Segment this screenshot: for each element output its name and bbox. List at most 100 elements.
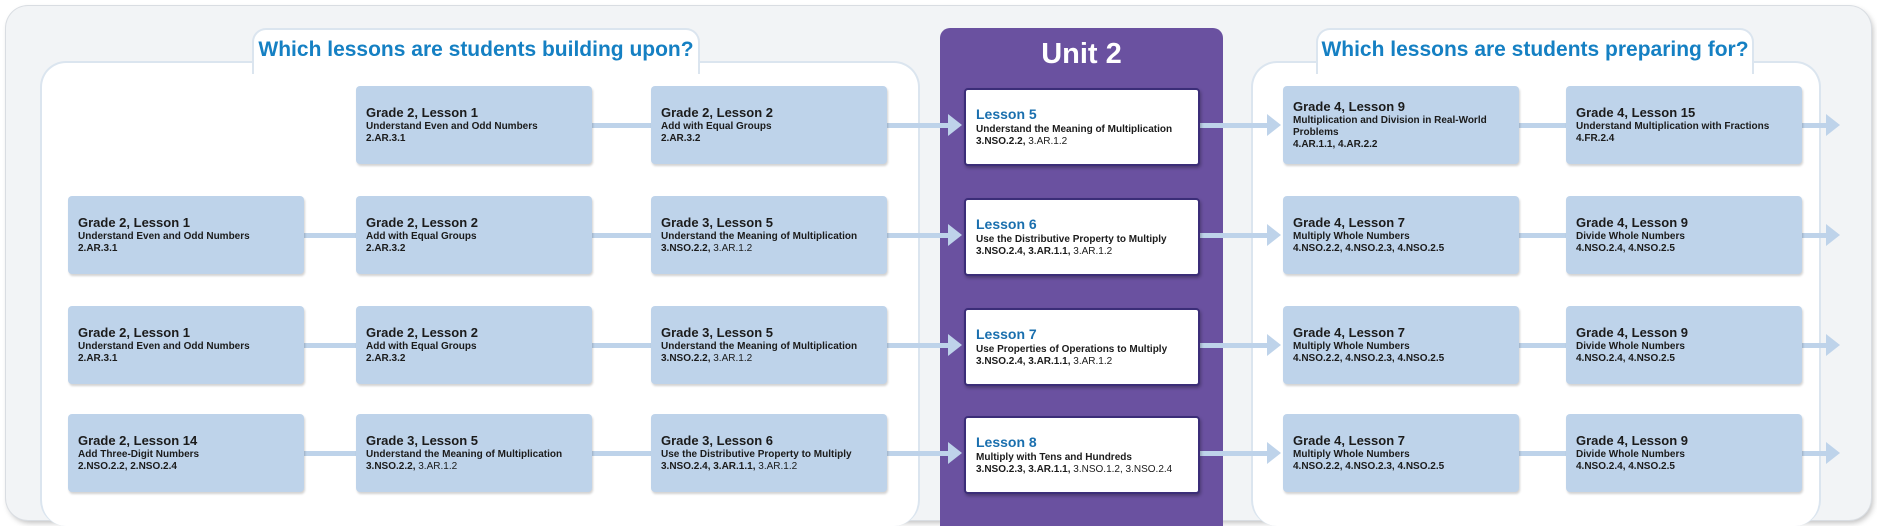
lesson-standards: 3.NSO.2.4, 3.AR.1.1, 3.AR.1.2 xyxy=(976,356,1188,368)
lesson-description: Divide Whole Numbers xyxy=(1576,231,1685,242)
standard-code: 4.NSO.2.2, 4.NSO.2.3, 4.NSO.2.5 xyxy=(1293,353,1445,364)
lesson-description: Multiply Whole Numbers xyxy=(1293,341,1410,352)
lesson-description: Use the Distributive Property to Multipl… xyxy=(976,234,1167,245)
lesson-description: Understand the Meaning of Multiplication xyxy=(661,231,858,242)
connector-line xyxy=(592,233,651,238)
lesson-description: Add with Equal Groups xyxy=(366,231,477,242)
arrow-icon xyxy=(1267,114,1281,136)
unit-lesson-card: Lesson 6 Use the Distributive Property to… xyxy=(964,198,1200,276)
lesson-standards: 3.NSO.2.4, 3.AR.1.1, 3.AR.1.2 xyxy=(976,246,1188,258)
lesson-standards: 2.AR.3.1 xyxy=(78,353,294,365)
lesson-title: Grade 4, Lesson 7 xyxy=(1293,325,1405,340)
lesson-title: Grade 4, Lesson 9 xyxy=(1293,99,1405,114)
lesson-standards: 2.AR.3.1 xyxy=(78,243,294,255)
standard-code: 2.AR.3.2 xyxy=(661,133,701,144)
standard-code: 3.AR.1.2 xyxy=(1073,246,1113,257)
standard-code: 3.AR.1.2 xyxy=(418,461,458,472)
preparing-for-heading: Which lessons are students preparing for… xyxy=(1316,28,1754,74)
connector-line xyxy=(887,233,950,238)
arrow-icon xyxy=(1826,442,1840,464)
standard-code: 2.AR.3.1 xyxy=(366,133,406,144)
lesson-title: Grade 2, Lesson 14 xyxy=(78,433,198,448)
arrow-icon xyxy=(1267,334,1281,356)
lesson-title: Grade 4, Lesson 7 xyxy=(1293,433,1405,448)
lesson-standards: 3.NSO.2.3, 3.AR.1.1, 3.NSO.1.2, 3.NSO.2.… xyxy=(976,464,1188,476)
lesson-title: Grade 2, Lesson 2 xyxy=(661,105,773,120)
lesson-standards: 4.NSO.2.2, 4.NSO.2.3, 4.NSO.2.5 xyxy=(1293,461,1509,473)
standard-code: 2.AR.3.2 xyxy=(366,243,406,254)
connector-line xyxy=(592,343,651,348)
connector-line xyxy=(1519,451,1566,456)
lesson-standards: 4.NSO.2.4, 4.NSO.2.5 xyxy=(1576,243,1792,255)
standard-code: 2.AR.3.2 xyxy=(366,353,406,364)
standard-code: 3.AR.1.2 xyxy=(713,353,753,364)
unit-title: Unit 2 xyxy=(1041,38,1122,70)
standard-code: 4.NSO.2.2, 4.NSO.2.3, 4.NSO.2.5 xyxy=(1293,461,1445,472)
arrow-icon xyxy=(948,442,962,464)
lesson-description: Multiply Whole Numbers xyxy=(1293,231,1410,242)
lesson-title: Grade 2, Lesson 1 xyxy=(366,105,478,120)
connector-line xyxy=(1802,343,1826,348)
standard-code: 3.NSO.1.2, 3.NSO.2.4 xyxy=(1073,464,1173,475)
lesson-description: Multiplication and Division in Real-Worl… xyxy=(1293,115,1487,138)
standard-code: 3.AR.1.2 xyxy=(1028,136,1068,147)
connector-line xyxy=(592,123,651,128)
lesson-title: Grade 3, Lesson 6 xyxy=(661,433,773,448)
connector-line xyxy=(887,451,950,456)
standard-code: 3.NSO.2.2, xyxy=(366,461,416,472)
lesson-title: Lesson 6 xyxy=(976,216,1037,232)
standard-code: 4.FR.2.4 xyxy=(1576,133,1615,144)
connector-line xyxy=(1519,233,1566,238)
standard-code: 2.NSO.2.2, 2.NSO.2.4 xyxy=(78,461,177,472)
lesson-standards: 2.AR.3.2 xyxy=(661,133,877,145)
connector-line xyxy=(1200,451,1269,456)
lesson-description: Divide Whole Numbers xyxy=(1576,341,1685,352)
standard-code: 3.NSO.2.2, xyxy=(661,243,711,254)
lesson-description: Understand the Meaning of Multiplication xyxy=(366,449,563,460)
connector-line xyxy=(1802,451,1826,456)
lesson-standards: 4.FR.2.4 xyxy=(1576,133,1792,145)
connector-line xyxy=(1200,123,1269,128)
lesson-title: Grade 3, Lesson 5 xyxy=(661,215,773,230)
standard-code: 3.NSO.2.4, 3.AR.1.1, xyxy=(976,356,1071,367)
standard-code: 3.AR.1.2 xyxy=(713,243,753,254)
lesson-description: Use Properties of Operations to Multiply xyxy=(976,344,1168,355)
connector-line xyxy=(304,343,356,348)
lesson-description: Understand Even and Odd Numbers xyxy=(78,341,250,352)
arrow-icon xyxy=(1826,334,1840,356)
arrow-icon xyxy=(1267,224,1281,246)
connector-line xyxy=(592,451,651,456)
standard-code: 4.NSO.2.4, 4.NSO.2.5 xyxy=(1576,353,1675,364)
lesson-title: Grade 3, Lesson 5 xyxy=(366,433,478,448)
lesson-standards: 3.NSO.2.2, 3.AR.1.2 xyxy=(661,243,877,255)
lesson-standards: 2.AR.3.2 xyxy=(366,353,582,365)
lesson-title: Grade 2, Lesson 1 xyxy=(78,215,190,230)
connector-line xyxy=(304,451,356,456)
standard-code: 4.NSO.2.2, 4.NSO.2.3, 4.NSO.2.5 xyxy=(1293,243,1445,254)
lesson-title: Lesson 7 xyxy=(976,326,1037,342)
lesson-description: Use the Distributive Property to Multipl… xyxy=(661,449,852,460)
lesson-title: Lesson 8 xyxy=(976,434,1037,450)
standard-code: 3.NSO.2.3, 3.AR.1.1, xyxy=(976,464,1071,475)
connector-line xyxy=(304,233,356,238)
lesson-description: Understand Even and Odd Numbers xyxy=(78,231,250,242)
lesson-standards: 3.NSO.2.2, 3.AR.1.2 xyxy=(366,461,582,473)
lesson-title: Grade 2, Lesson 1 xyxy=(78,325,190,340)
standard-code: 3.NSO.2.4, 3.AR.1.1, xyxy=(976,246,1071,257)
standard-code: 3.NSO.2.2, xyxy=(976,136,1026,147)
lesson-title: Grade 4, Lesson 9 xyxy=(1576,325,1688,340)
lesson-standards: 4.NSO.2.4, 4.NSO.2.5 xyxy=(1576,461,1792,473)
connector-line xyxy=(1802,233,1826,238)
